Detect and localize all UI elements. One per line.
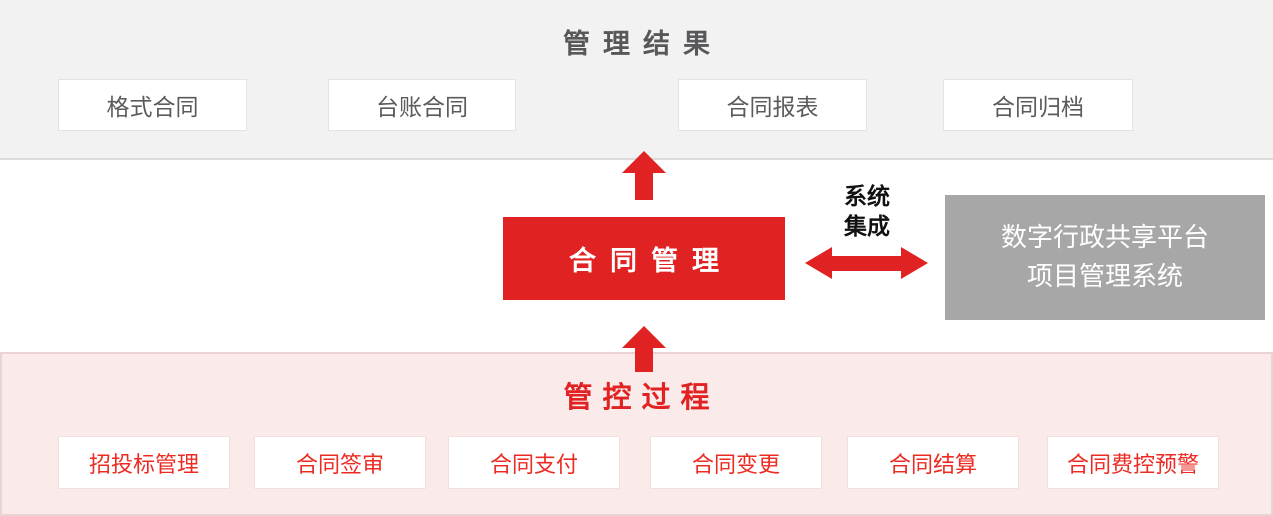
box-ledger-contract: 台账合同 xyxy=(328,79,516,131)
box-contract-payment-label: 合同支付 xyxy=(489,452,578,478)
arrow-bar xyxy=(832,255,901,271)
box-contract-cost-warning-label: 合同费控预警 xyxy=(1066,452,1199,478)
arrow-stem xyxy=(635,173,653,200)
arrow-head-left xyxy=(805,247,832,279)
platform-system-line2: 项目管理系统 xyxy=(1026,261,1183,292)
arrow-stem xyxy=(635,348,653,372)
box-contract-report: 合同报表 xyxy=(678,79,867,131)
control-process-title: 管控过程 xyxy=(563,380,720,414)
contract-management-box: 合同管理 xyxy=(503,217,785,300)
management-results-title: 管理结果 xyxy=(563,29,723,60)
platform-system-box: 数字行政共享平台 项目管理系统 xyxy=(945,195,1265,320)
up-arrow-icon-bottom xyxy=(622,326,666,372)
contract-management-box-label: 合同管理 xyxy=(569,246,733,277)
system-integration-line2: 集成 xyxy=(844,214,890,240)
box-contract-cost-warning: 合同费控预警 xyxy=(1047,436,1219,489)
box-ledger-contract-label: 台账合同 xyxy=(376,95,468,121)
box-contract-signing-label: 合同签审 xyxy=(295,452,384,478)
box-contract-change: 合同变更 xyxy=(650,436,822,489)
platform-system-line1: 数字行政共享平台 xyxy=(1000,222,1209,253)
system-integration-label: 系统 集成 xyxy=(822,182,912,242)
box-format-contract-label: 格式合同 xyxy=(106,95,199,121)
system-integration-line1: 系统 xyxy=(844,184,890,210)
box-contract-report-label: 合同报表 xyxy=(726,95,819,121)
box-contract-settlement: 合同结算 xyxy=(847,436,1019,489)
arrow-head xyxy=(622,151,666,173)
box-bidding-management: 招投标管理 xyxy=(58,436,230,489)
up-arrow-icon-top xyxy=(622,151,666,200)
double-arrow-icon xyxy=(805,247,928,279)
box-contract-archive: 合同归档 xyxy=(943,79,1133,131)
box-contract-signing: 合同签审 xyxy=(254,436,426,489)
box-contract-payment: 合同支付 xyxy=(448,436,620,489)
box-contract-settlement-label: 合同结算 xyxy=(888,452,977,478)
box-bidding-management-label: 招投标管理 xyxy=(88,452,199,478)
box-contract-change-label: 合同变更 xyxy=(691,452,780,478)
arrow-head xyxy=(622,326,666,348)
box-format-contract: 格式合同 xyxy=(58,79,247,131)
box-contract-archive-label: 合同归档 xyxy=(992,95,1084,121)
arrow-head-right xyxy=(901,247,928,279)
